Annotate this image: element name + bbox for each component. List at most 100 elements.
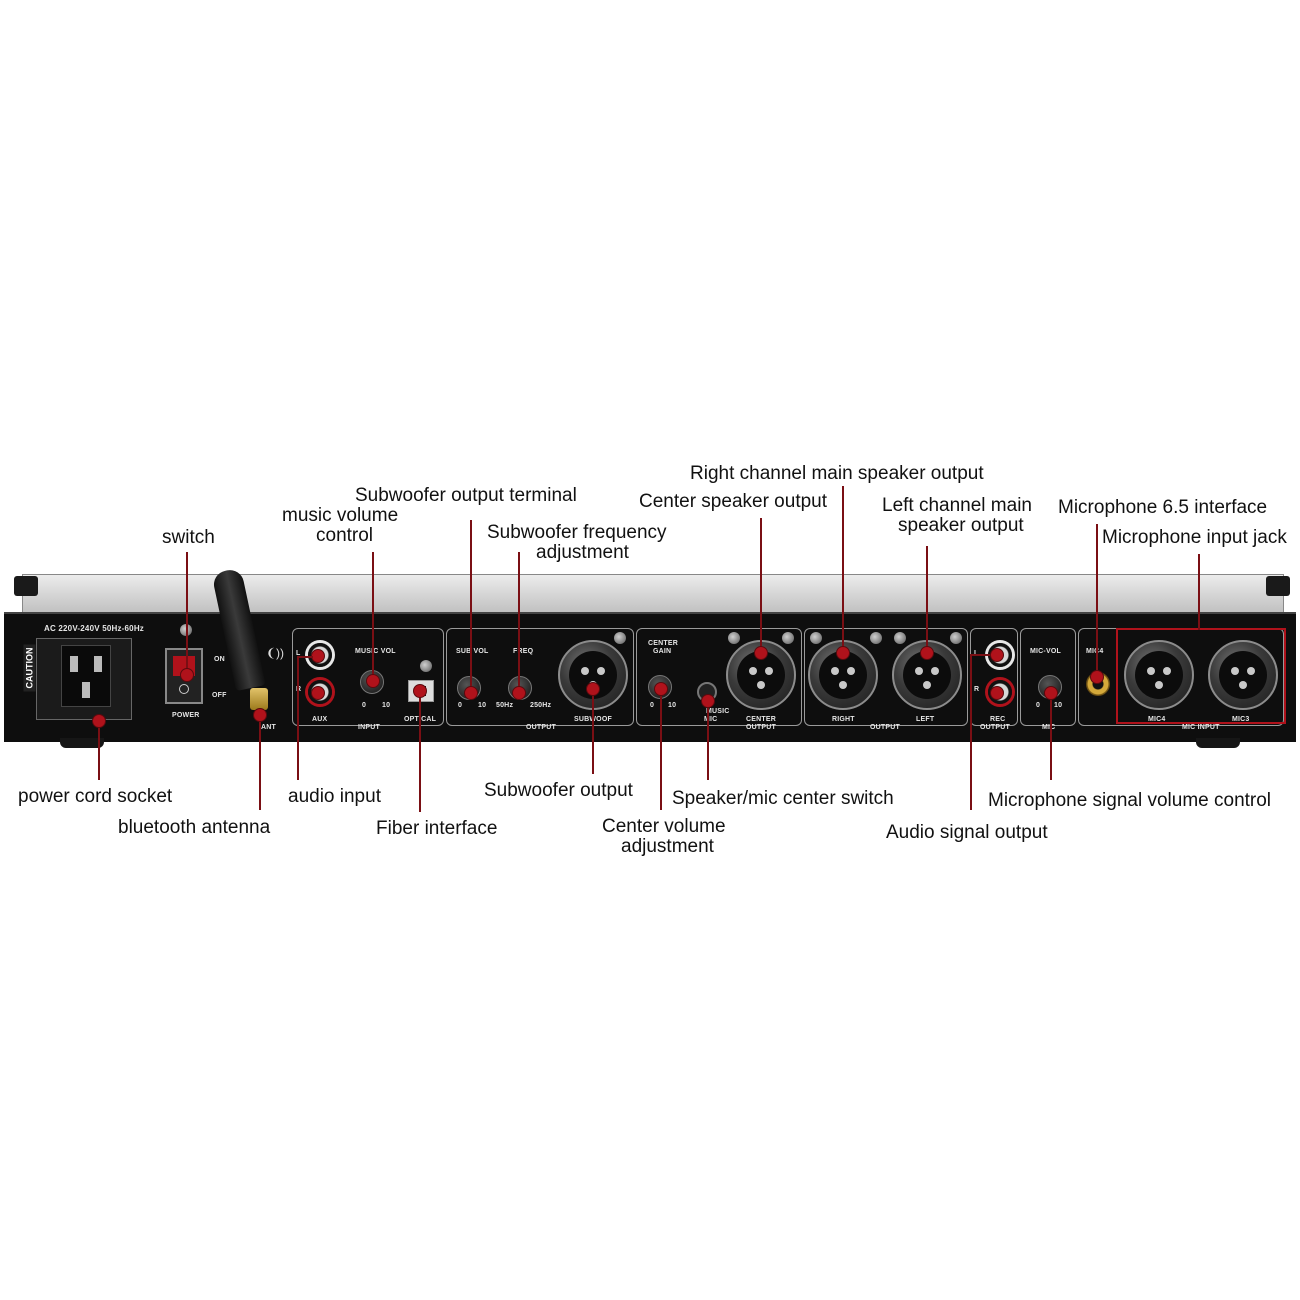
main-output-label: OUTPUT — [870, 724, 900, 731]
screw — [870, 632, 882, 644]
center-output-label-2: OUTPUT — [746, 724, 776, 731]
leader-subwoofer-terminal — [470, 520, 472, 692]
leader-fiber — [419, 692, 421, 812]
callout-switch: switch — [162, 527, 215, 548]
freq-min: 50Hz — [496, 702, 514, 709]
marker-center-volume — [654, 682, 668, 696]
leader-music-volume — [372, 552, 374, 680]
screw — [420, 660, 432, 672]
center-gain-min: 0 — [650, 702, 655, 709]
bluetooth-icon: ❨)) — [266, 646, 285, 660]
input-section — [292, 628, 444, 726]
subwoofer-section — [446, 628, 634, 726]
leader-mic-volume — [1050, 694, 1052, 780]
leader-center-volume — [660, 690, 662, 810]
music-vol-label: MUSIC VOL — [355, 648, 396, 655]
marker-bluetooth — [253, 708, 267, 722]
callout-subwoofer-terminal: Subwoofer output terminal — [355, 485, 577, 506]
rack-ear-right — [1266, 576, 1290, 596]
input-label: INPUT — [358, 724, 380, 731]
screw — [614, 632, 626, 644]
center-gain-label-2: GAIN — [653, 648, 672, 655]
callout-mic-volume: Microphone signal volume control — [988, 790, 1272, 811]
callout-subwoofer-output: Subwoofer output — [484, 780, 633, 801]
callout-audio-signal-output: Audio signal output — [886, 822, 1048, 843]
mic4-label: MIC4 — [1148, 716, 1166, 723]
rec-l-label: L — [974, 650, 978, 657]
mic4-xlr[interactable] — [1124, 640, 1194, 710]
callout-center-volume-1: Center volume — [602, 816, 726, 837]
screw — [728, 632, 740, 644]
leader-mic-input-jack — [1198, 554, 1200, 630]
sub-vol-max: 10 — [478, 702, 487, 709]
rack-ear-left — [14, 576, 38, 596]
callout-center-volume-2: adjustment — [621, 836, 714, 857]
main-output-section — [804, 628, 968, 726]
power-cord-socket[interactable] — [36, 638, 132, 720]
mic3-label: MIC3 — [1232, 716, 1250, 723]
callout-fiber: Fiber interface — [376, 818, 498, 839]
leader-audio-signal-branch — [970, 654, 992, 656]
marker-music-volume — [366, 674, 380, 688]
marker-audio-signal-output — [990, 648, 1004, 662]
mic-input-label: MIC INPUT — [1182, 724, 1220, 731]
caution-label: CAUTION — [23, 644, 36, 692]
freq-max: 250Hz — [530, 702, 552, 709]
mic-vol-label: MIC-VOL — [1030, 648, 1061, 655]
leader-left-channel — [926, 546, 928, 652]
screw — [810, 632, 822, 644]
rating-label: AC 220V-240V 50Hz-60Hz — [44, 624, 145, 633]
left-label: LEFT — [916, 716, 935, 723]
marker-switch — [180, 668, 194, 682]
mic-vol-max: 10 — [1054, 702, 1063, 709]
marker-audio-input-2 — [311, 686, 325, 700]
music-vol-max: 10 — [382, 702, 391, 709]
leader-audio-input — [297, 658, 299, 780]
callout-subwoofer-frequency-2: adjustment — [536, 542, 629, 563]
rec-label: REC — [990, 716, 1006, 723]
screw — [894, 632, 906, 644]
foot — [1196, 738, 1240, 748]
callout-left-channel-2: speaker output — [898, 515, 1024, 536]
center-gain-label-1: CENTER — [648, 640, 678, 647]
mic-switch-label: MIC — [704, 716, 718, 723]
right-label: RIGHT — [832, 716, 855, 723]
leader-subwoofer-frequency — [518, 552, 520, 692]
callout-mic-input-jack: Microphone input jack — [1102, 527, 1287, 548]
aux-l-label: L — [296, 650, 301, 657]
callout-speaker-mic-switch: Speaker/mic center switch — [672, 788, 894, 809]
callout-power-cord: power cord socket — [18, 786, 173, 807]
center-section — [636, 628, 802, 726]
marker-audio-signal-output-2 — [990, 686, 1004, 700]
music-vol-min: 0 — [362, 702, 367, 709]
foot — [60, 738, 104, 748]
marker-right-channel — [836, 646, 850, 660]
music-label: MUSIC — [706, 708, 730, 715]
aux-label: AUX — [312, 716, 328, 723]
leader-bluetooth — [259, 716, 261, 810]
freq-label: FREQ — [513, 648, 534, 655]
rec-output-label: OUTPUT — [980, 724, 1010, 731]
center-output-label-1: CENTER — [746, 716, 776, 723]
leader-mic-65 — [1096, 524, 1098, 676]
marker-fiber — [413, 684, 427, 698]
sub-output-label: OUTPUT — [526, 724, 556, 731]
callout-right-channel: Right channel main speaker output — [690, 463, 984, 484]
leader-audio-signal-output — [970, 656, 972, 810]
callout-subwoofer-frequency-1: Subwoofer frequency — [487, 522, 667, 543]
mic-input-highlight — [1116, 628, 1286, 724]
leader-subwoofer-output — [592, 690, 594, 774]
marker-subwoofer-terminal — [464, 686, 478, 700]
antenna-connector — [250, 688, 268, 710]
callout-audio-input: audio input — [288, 786, 381, 807]
marker-power-cord — [92, 714, 106, 728]
mic3-xlr[interactable] — [1208, 640, 1278, 710]
callout-bluetooth: bluetooth antenna — [118, 817, 271, 838]
leader-right-channel — [842, 486, 844, 652]
screw — [950, 632, 962, 644]
rec-r-label: R — [974, 686, 980, 693]
callout-music-volume-1: music volume — [282, 505, 399, 526]
mic4-jack-label: MIC4 — [1086, 648, 1104, 655]
leader-speaker-mic-switch — [707, 702, 709, 780]
leader-center-speaker — [760, 518, 762, 652]
